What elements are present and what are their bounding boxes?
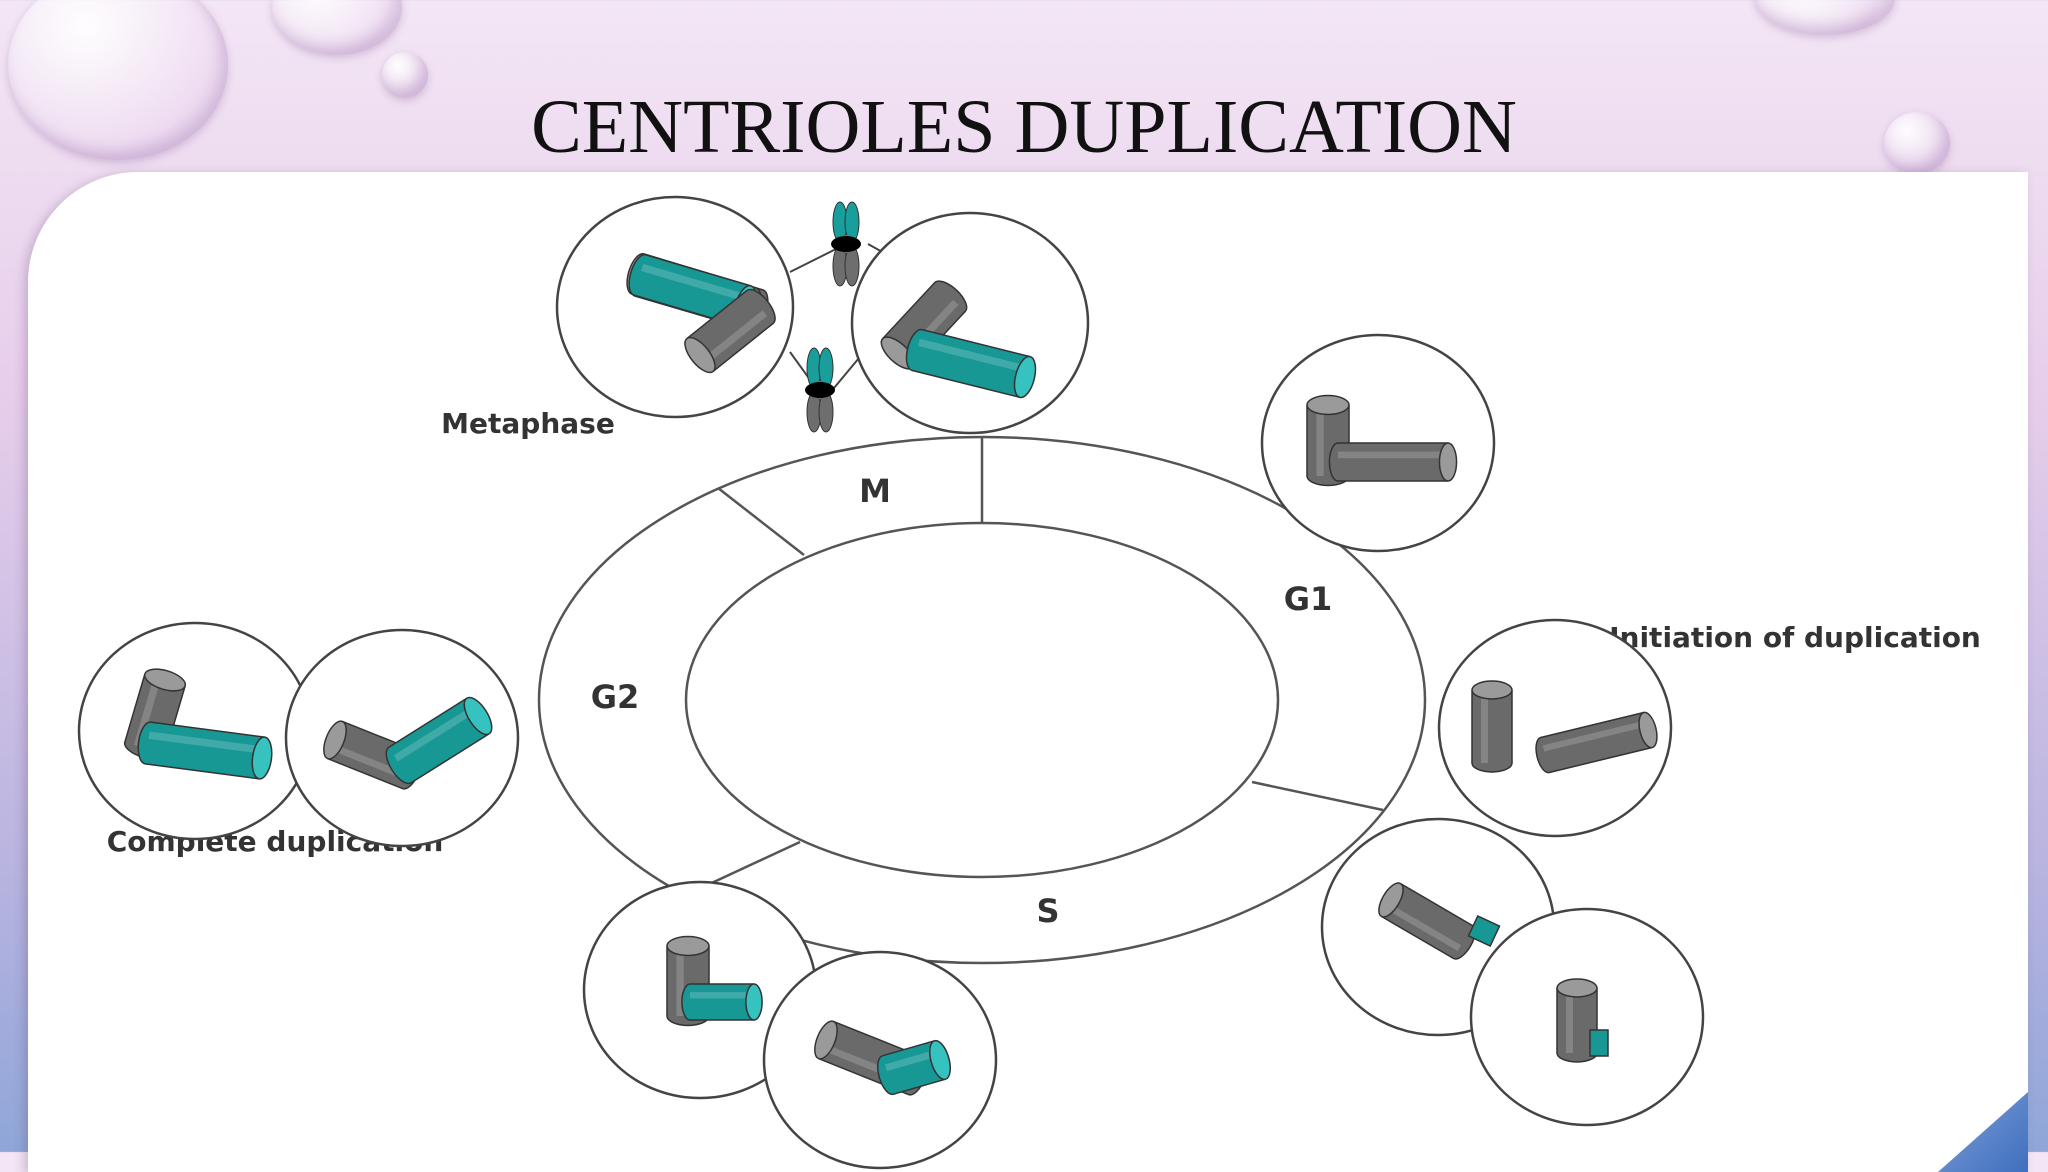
chromosome-icon xyxy=(805,347,835,433)
slide-title: CENTRIOLES DUPLICATION xyxy=(531,85,1517,169)
decor-bubble xyxy=(1884,112,1950,174)
daughter-centriole xyxy=(385,696,493,785)
mother-centriole xyxy=(1328,442,1458,482)
phase-label-g1: G1 xyxy=(1284,580,1333,618)
decor-bubble xyxy=(1755,0,1895,35)
stage-label-metaphase: Metaphase xyxy=(441,407,615,440)
mother-centriole xyxy=(684,288,776,374)
ring-divider xyxy=(1251,780,1384,812)
cell-cycle-diagram: M G1 S G2 Metaphase Initiation of duplic… xyxy=(77,195,1981,1170)
daughter-centriole xyxy=(905,328,1037,399)
phase-label-s: S xyxy=(1036,892,1059,930)
decor-bubble xyxy=(382,52,428,98)
diagram-panel: M G1 S G2 Metaphase Initiation of duplic… xyxy=(28,172,2028,1172)
phase-label-m: M xyxy=(859,472,891,510)
procentriole xyxy=(1467,914,1501,948)
daughter-centriole xyxy=(681,983,763,1021)
decor-bubble xyxy=(272,0,402,55)
decor-bubble xyxy=(8,0,228,160)
daughter-centriole xyxy=(876,1039,952,1096)
mother-centriole xyxy=(1535,711,1658,774)
centriole-circle xyxy=(284,628,520,848)
stage-label-initiation: Initiation of duplication xyxy=(1609,621,1981,654)
centriole-circle xyxy=(1437,618,1673,838)
ring-divider xyxy=(717,487,805,556)
centriole-layer xyxy=(77,195,1705,1170)
mother-centriole xyxy=(1378,882,1476,960)
mother-centriole xyxy=(1556,978,1598,1063)
phase-label-g2: G2 xyxy=(591,678,640,716)
centriole-circle xyxy=(850,211,1090,435)
procentriole xyxy=(1589,1029,1609,1057)
chromosome-icon xyxy=(831,201,861,287)
daughter-centriole xyxy=(137,721,273,780)
ring-inner xyxy=(684,521,1280,879)
cell-cycle-ring xyxy=(537,435,1427,965)
mother-centriole xyxy=(1471,680,1513,773)
